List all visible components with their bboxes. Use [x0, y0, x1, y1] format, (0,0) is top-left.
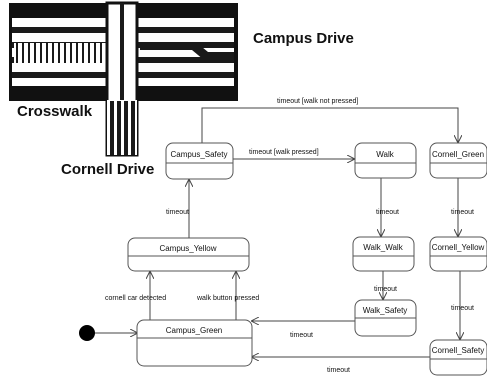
state-campus-green [136, 319, 253, 367]
transition-label: timeout [walk not pressed] [277, 98, 358, 105]
transition-label: timeout [290, 332, 313, 339]
state-walk-walk [352, 236, 415, 272]
transition-label: timeout [374, 286, 397, 293]
cornell-drive-label: Cornell Drive [61, 161, 154, 178]
state-name: Campus_Yellow [159, 244, 216, 253]
state-name: Cornell_Yellow [432, 243, 485, 252]
center-line [120, 3, 124, 101]
state-name: Campus_Safety [171, 150, 228, 159]
state-campus-yellow [127, 237, 250, 272]
crosswalk-stripes [110, 101, 135, 155]
transition-label: timeout [walk pressed] [249, 149, 319, 156]
state-name: Walk_Walk [363, 243, 403, 252]
state-name: Walk_Safety [363, 306, 408, 315]
state-cornell-green [429, 142, 487, 179]
edge-safety-to-cornell-green [201, 107, 458, 143]
state-name: Walk [376, 150, 394, 159]
transition-label: walk button pressed [196, 295, 259, 302]
state-cornell-yellow [429, 236, 487, 272]
state-name: Cornell_Safety [432, 346, 484, 355]
initial-state-dot [79, 325, 95, 341]
transition-label: timeout [327, 367, 350, 374]
merge-lane [140, 42, 234, 60]
states [127, 142, 487, 376]
transitions [95, 107, 460, 357]
transition-label: timeout [451, 305, 474, 312]
transition-label: timeout [451, 209, 474, 216]
crosswalk-label: Crosswalk [17, 103, 93, 120]
state-name: Campus_Green [166, 326, 222, 335]
transition-label: cornell car detected [105, 295, 166, 302]
campus-drive-label: Campus Drive [253, 30, 354, 47]
state-campus-safety [165, 142, 234, 180]
transition-label: timeout [166, 209, 189, 216]
state-name: Cornell_Green [432, 150, 484, 159]
intersection-map: Campus Drive Crosswalk Cornell Drive [9, 1, 354, 178]
transition-label: timeout [376, 209, 399, 216]
stop-bar-hatch [14, 43, 106, 63]
state-cornell-safety [429, 339, 487, 376]
state-walk-safety [354, 299, 417, 337]
state-walk [354, 142, 417, 179]
